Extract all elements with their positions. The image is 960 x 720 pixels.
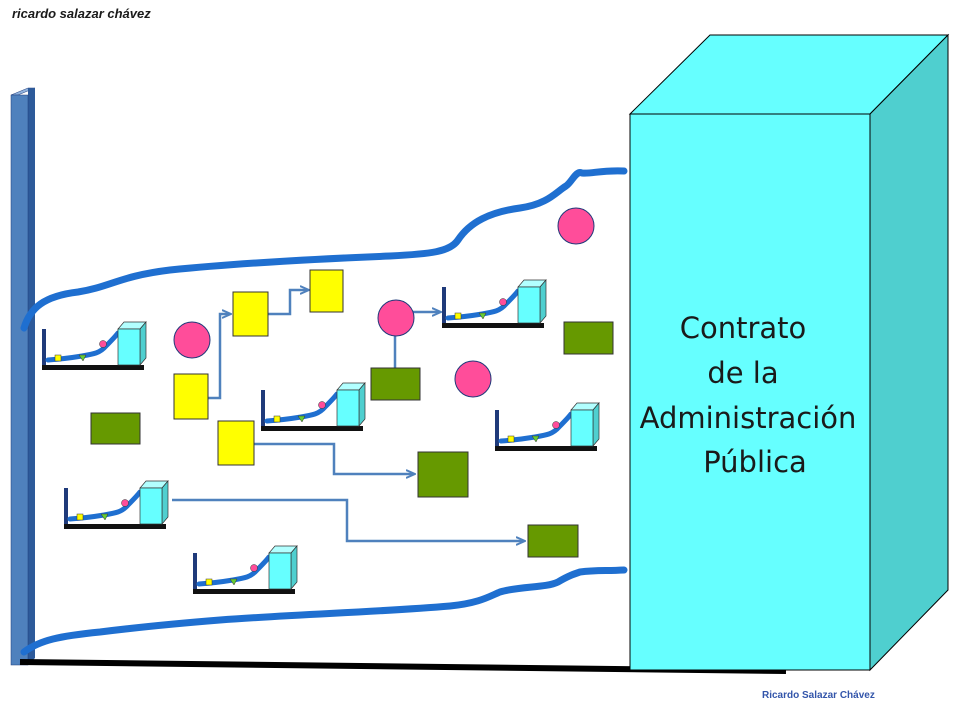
green-block <box>90 412 141 445</box>
building-line-4: Pública <box>703 445 807 479</box>
mini-chart-icon <box>261 383 365 431</box>
arrow-doc-to-doc-1 <box>208 314 230 400</box>
green-block <box>527 524 579 558</box>
building-line-2: de la <box>707 356 778 390</box>
building: Contrato de la Administración Pública <box>628 33 950 672</box>
mini-chart-icon <box>64 481 168 529</box>
pink-circle <box>173 321 211 359</box>
author-caption-top: ricardo salazar chávez <box>12 6 151 21</box>
upper-stream-line <box>20 167 628 332</box>
lower-stream-line <box>20 566 628 656</box>
pink-circle <box>377 299 415 337</box>
green-block <box>417 451 469 498</box>
arrow-doc-to-block <box>254 442 414 474</box>
mini-chart-icon <box>495 403 599 451</box>
pink-circle <box>454 360 492 398</box>
yellow-document <box>173 373 209 420</box>
arrow-chart-to-block <box>172 498 524 541</box>
building-line-3: Administración <box>640 401 857 435</box>
yellow-document <box>217 420 255 466</box>
mini-chart-icon <box>193 546 297 594</box>
mini-chart-icon <box>442 280 546 328</box>
mini-chart-icon <box>42 322 146 370</box>
arrow-doc-to-doc-2 <box>268 290 308 316</box>
left-pillar <box>10 87 36 666</box>
pink-circle <box>557 207 595 245</box>
green-block <box>370 367 421 401</box>
connector-arrows <box>172 290 524 541</box>
yellow-document <box>232 291 269 337</box>
green-block <box>563 321 614 355</box>
building-line-1: Contrato <box>680 311 807 345</box>
author-caption-bottom: Ricardo Salazar Chávez <box>762 690 875 701</box>
yellow-document <box>309 269 344 313</box>
